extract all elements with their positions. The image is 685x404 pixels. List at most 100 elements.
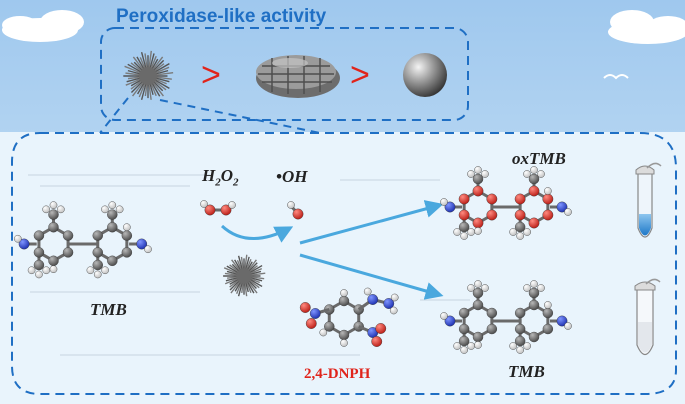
cloud-icon: [608, 10, 685, 44]
ring-oxidized-atom: [458, 193, 470, 205]
oxygen-atom: [292, 208, 304, 220]
methyl-carbon-atom: [107, 209, 118, 220]
ring-oxidized-atom: [458, 209, 470, 221]
hydrogen-atom: [530, 280, 538, 288]
methyl-carbon-atom: [514, 221, 526, 233]
hydrogen-atom: [42, 266, 51, 275]
hydrogen-atom: [474, 341, 482, 349]
hydrogen-atom: [474, 227, 482, 235]
oxygen-atom: [371, 336, 383, 347]
nitrogen-atom: [556, 201, 568, 213]
ring-carbon-atom: [62, 230, 74, 241]
ring-carbon-atom: [542, 323, 554, 335]
ring-oxidized-atom: [472, 217, 484, 229]
hydrogen-atom: [453, 228, 461, 236]
hydrogen-atom: [319, 328, 328, 337]
ring-carbon-atom: [472, 331, 484, 343]
ring-carbon-atom: [121, 247, 133, 258]
oxygen-atom: [299, 302, 311, 313]
ring-oxidized-atom: [542, 209, 554, 221]
hydrogen-atom: [564, 322, 572, 330]
hydrogen-atom: [101, 205, 109, 214]
h2o2-label: H2O2: [202, 166, 239, 189]
greater-than-symbol: >: [350, 56, 370, 94]
ring-carbon-atom: [121, 230, 133, 241]
ring-carbon-atom: [514, 307, 526, 319]
hydrogen-atom: [440, 312, 448, 320]
ring-carbon-atom: [33, 247, 45, 258]
hydrogen-atom: [389, 306, 398, 315]
hydrogen-atom: [35, 270, 43, 279]
hydrogen-atom: [523, 170, 531, 178]
methyl-carbon-atom: [514, 335, 526, 347]
tmb-left-label: TMB: [90, 300, 127, 319]
methyl-carbon-atom: [92, 259, 103, 271]
methyl-carbon-atom: [33, 259, 45, 271]
hydrogen-atom: [481, 170, 489, 178]
hydrogen-atom: [523, 342, 531, 350]
nanoflower-icon: [123, 50, 174, 101]
hydrogen-atom: [42, 205, 50, 214]
hydrogen-atom: [523, 228, 531, 236]
hydrogen-atom: [523, 284, 531, 292]
nitrogen-atom: [309, 308, 321, 319]
ring-carbon-atom: [486, 323, 498, 335]
ring-carbon-atom: [107, 221, 118, 233]
ring-carbon-atom: [62, 247, 74, 258]
figure-title: Peroxidase-like activity: [116, 6, 327, 27]
hydroxyl-radical-label: •OH: [276, 167, 308, 186]
test-tube-clear-icon: [634, 278, 661, 356]
ring-carbon-atom: [324, 321, 335, 332]
conversion-arrow: [220, 224, 294, 243]
hydrogen-atom: [57, 205, 65, 214]
hydrogen-atom: [340, 339, 348, 347]
ring-carbon-atom: [48, 255, 59, 266]
hydrogen-atom: [509, 228, 517, 236]
hydrogen-atom: [474, 166, 482, 174]
tmb-right-label: TMB: [508, 362, 545, 381]
hydrogen-atom: [363, 287, 372, 296]
ring-carbon-atom: [458, 307, 470, 319]
hydrogen-atom: [49, 265, 58, 274]
ring-carbon-atom: [514, 323, 526, 335]
ring-oxidized-atom: [542, 193, 554, 205]
hydrogen-atom: [460, 346, 468, 354]
hydrogen-atom: [340, 289, 348, 297]
hydrogen-atom: [115, 205, 124, 214]
ring-carbon-atom: [528, 331, 540, 343]
hydrogen-atom: [530, 166, 538, 174]
oxygen-atom: [204, 204, 216, 216]
nanosphere-icon: [403, 53, 447, 97]
ring-carbon-atom: [472, 299, 484, 311]
ring-carbon-atom: [92, 247, 103, 258]
ring-carbon-atom: [338, 295, 350, 307]
ring-carbon-atom: [48, 221, 59, 233]
reaction-arrow-oxtmb: [299, 200, 444, 245]
oxygen-atom: [220, 204, 232, 216]
oxygen-atom: [375, 323, 387, 334]
ring-carbon-atom: [458, 323, 470, 335]
nitrogen-atom: [556, 315, 568, 327]
ring-oxidized-atom: [528, 185, 540, 197]
hydrogen-atom: [467, 284, 475, 292]
cloud-icon: [2, 10, 84, 42]
hydrogen-atom: [49, 201, 58, 209]
hydrogen-atom: [390, 293, 399, 302]
reaction-arrow-tmb: [299, 253, 444, 300]
nitrogen-atom: [18, 238, 30, 250]
ring-oxidized-atom: [472, 185, 484, 197]
methyl-carbon-atom: [472, 287, 484, 299]
hydrogen-atom: [13, 234, 22, 243]
hydrogen-atom: [86, 266, 95, 275]
nitrogen-atom: [367, 294, 379, 305]
hydrogen-atom: [123, 223, 131, 231]
hydrogen-atom: [544, 187, 552, 195]
ring-carbon-atom: [486, 307, 498, 319]
nitrogen-atom: [383, 298, 395, 309]
ring-oxidized-atom: [514, 209, 526, 221]
hydrogen-atom: [516, 346, 524, 354]
hydrogen-atom: [93, 270, 102, 279]
nanoblock-icon: [256, 55, 340, 98]
ring-oxidized-atom: [528, 217, 540, 229]
